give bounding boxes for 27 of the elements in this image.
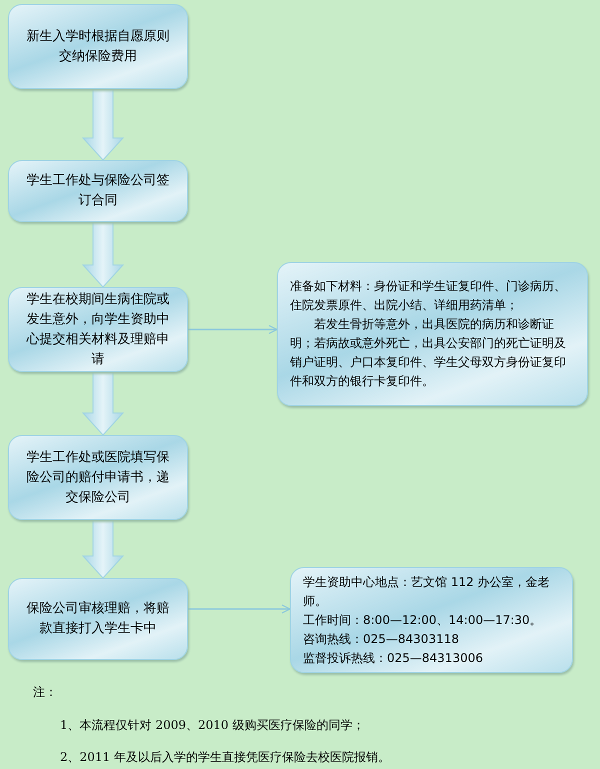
box-text: 学生资助中心地点：艺文馆 112 办公室，金老师。: [303, 574, 551, 610]
box-text: 工作时间：8:00—12:00、14:00—17:30。: [303, 612, 543, 628]
process-box: [8, 160, 188, 222]
process-box: [8, 435, 188, 520]
info-box: [277, 262, 588, 406]
box-text: 保险公司审核理赔，将赔款直接打入学生卡中: [26, 600, 170, 638]
block-arrow: [82, 88, 124, 161]
box-text: 学生在校期间生病住院或发生意外，向学生资助中心提交相关材料及理赔申请: [25, 290, 170, 368]
box-text: 学生工作处与保险公司签订合同: [26, 172, 170, 210]
box-text: 监督投诉热线：025—84313006: [303, 650, 484, 666]
box-text: 学生工作处或医院填写保险公司的赔付申请书，递交保险公司: [26, 448, 170, 506]
note-text: 1、本流程仅针对 2009、2010 级购买医疗保险的同学；: [60, 717, 364, 734]
process-box: [8, 578, 188, 660]
box-text: 咨询热线：025—84303118: [303, 630, 460, 648]
box-text: 准备如下材料：身份证和学生证复印件、门诊病历、住院发票原件、出院小结、详细用药清单；: [290, 278, 567, 314]
note-heading: 注：: [33, 684, 57, 701]
arrow: [188, 324, 278, 334]
box-text: 若发生骨折等意外，出具医院的病历和诊断证明；若病故或意外死亡，出具公安部门的死亡证明及销户证明、户口本复印件、学生父母双方身份证复印件和双方的银行卡复印件。: [290, 316, 567, 390]
block-arrow: [82, 520, 124, 579]
arrow: [188, 604, 291, 614]
process-box: [8, 287, 188, 372]
note-text: 2、2011 年及以后入学的学生直接凭医疗保险去校医院报销。: [60, 749, 390, 766]
info-box: [290, 567, 573, 673]
process-box: [8, 4, 188, 89]
block-arrow: [82, 222, 124, 288]
block-arrow: [82, 372, 124, 436]
box-text: 新生入学时根据自愿原则交纳保险费用: [26, 28, 170, 66]
